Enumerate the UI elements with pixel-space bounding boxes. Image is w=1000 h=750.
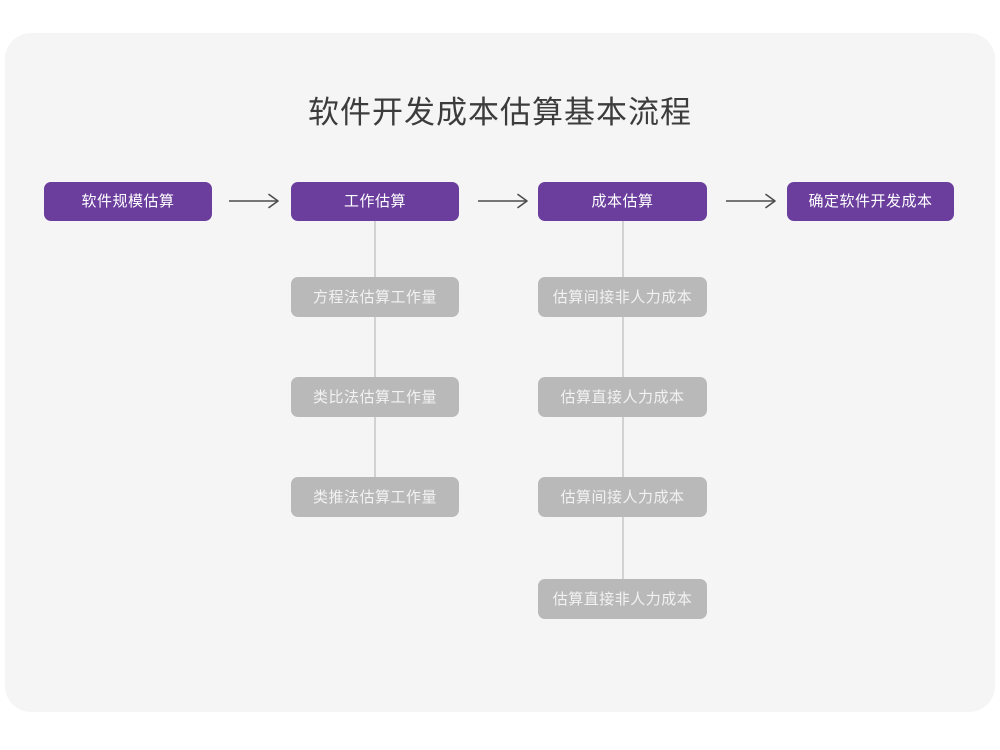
sub-node-direct-non-labor-cost[interactable]: 估算直接非人力成本 [538, 579, 707, 619]
arrow-right-icon [229, 193, 279, 209]
stage-node-work-estimation[interactable]: 工作估算 [291, 182, 459, 221]
stage-node-determine-development-cost[interactable]: 确定软件开发成本 [787, 182, 954, 221]
sub-node-analogy-method-workload[interactable]: 类比法估算工作量 [291, 377, 459, 417]
sub-node-direct-labor-cost[interactable]: 估算直接人力成本 [538, 377, 707, 417]
sub-node-indirect-non-labor-cost[interactable]: 估算间接非人力成本 [538, 277, 707, 317]
sub-node-indirect-labor-cost[interactable]: 估算间接人力成本 [538, 477, 707, 517]
connector-rail-work-estimation [374, 221, 376, 478]
arrow-right-icon [478, 193, 528, 209]
stage-node-cost-estimation[interactable]: 成本估算 [538, 182, 707, 221]
sub-node-equation-method-workload[interactable]: 方程法估算工作量 [291, 277, 459, 317]
sub-node-inference-method-workload[interactable]: 类推法估算工作量 [291, 477, 459, 517]
stage-node-software-scale-estimation[interactable]: 软件规模估算 [44, 182, 212, 221]
content-card [5, 33, 995, 712]
arrow-right-icon [726, 193, 776, 209]
page-title: 软件开发成本估算基本流程 [308, 95, 692, 131]
